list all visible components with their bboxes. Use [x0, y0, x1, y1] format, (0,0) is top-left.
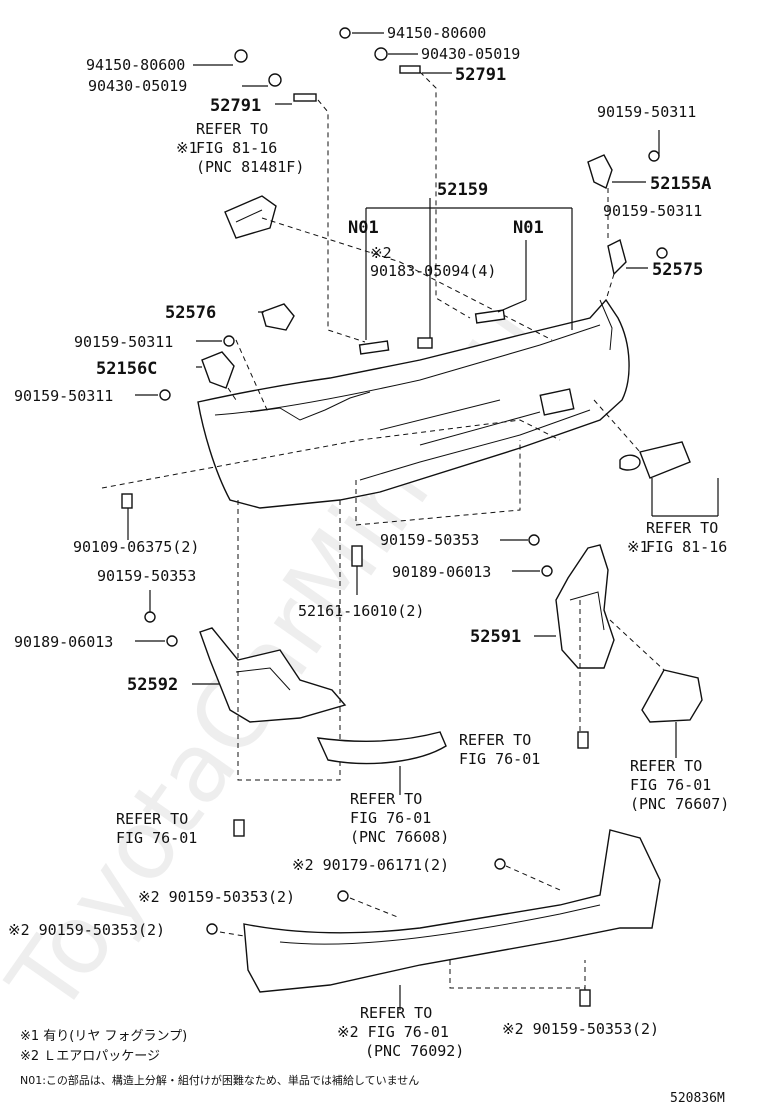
label-90159-r2: 90159-50311	[603, 202, 702, 220]
refer-bottom-line3: (PNC 76092)	[365, 1042, 464, 1060]
label-90159-353-left: 90159-50353	[97, 567, 196, 585]
label-52159: 52159	[437, 180, 488, 200]
label-52791-top: 52791	[455, 65, 506, 85]
label-90109: 90109-06375(2)	[73, 538, 199, 556]
bracket-52575	[607, 238, 627, 276]
label-52156c: 52156C	[96, 359, 157, 379]
fog-lamp-right	[619, 441, 691, 479]
label-52791-left: 52791	[210, 96, 261, 116]
bracket-52576	[261, 303, 295, 331]
refer-top-line1: REFER TO	[196, 120, 268, 138]
refer-76d-line1: REFER TO	[116, 810, 188, 828]
label-n01-right: N01	[513, 218, 544, 238]
label-90159-l1: 90159-50311	[74, 333, 173, 351]
refer-76a-line2: FIG 76-01	[459, 750, 540, 768]
refer-76b-line3: (PNC 76607)	[630, 795, 729, 813]
label-52161: 52161-16010(2)	[298, 602, 424, 620]
retainer-52159	[358, 309, 506, 355]
mark2-90183: ※2	[370, 244, 392, 262]
label-90159-2b: ※2 90159-50353(2)	[8, 921, 165, 939]
molding-76608	[316, 731, 447, 765]
label-90430-left: 90430-05019	[88, 77, 187, 95]
refer-bottom-line2: ※2 FIG 76-01	[337, 1023, 449, 1041]
refer-76d-line2: FIG 76-01	[116, 829, 197, 847]
splash-guard-52592	[199, 627, 347, 723]
label-94150-top: 94150-80600	[387, 24, 486, 42]
label-90159-r1: 90159-50311	[597, 103, 696, 121]
label-90430-top: 90430-05019	[421, 45, 520, 63]
label-90159-l2: 90159-50311	[14, 387, 113, 405]
label-52576: 52576	[165, 303, 216, 323]
mark1-top: ※1	[176, 139, 198, 157]
label-90183: 90183-05094(4)	[370, 262, 496, 280]
refer-right-line1: REFER TO	[646, 519, 718, 537]
refer-76c-line3: (PNC 76608)	[350, 828, 449, 846]
label-90189-center: 90189-06013	[392, 563, 491, 581]
refer-76c-line2: FIG 76-01	[350, 809, 431, 827]
label-n01-left: N01	[348, 218, 379, 238]
footnote-2: ※2 Ｌエアロパッケージ	[20, 1049, 160, 1064]
label-94150-left: 94150-80600	[86, 56, 185, 74]
clip-52161	[351, 545, 363, 567]
splash-guard-52591	[555, 544, 615, 669]
refer-76c-line1: REFER TO	[350, 790, 422, 808]
label-52592: 52592	[127, 675, 178, 695]
label-90159-353-center: 90159-50353	[380, 531, 479, 549]
bracket-52155a	[587, 154, 613, 189]
label-90159-2a: ※2 90159-50353(2)	[138, 888, 295, 906]
refer-right-line2: FIG 81-16	[646, 538, 727, 556]
label-90179: ※2 90179-06171(2)	[292, 856, 449, 874]
mark1-right: ※1	[627, 538, 649, 556]
refer-top-line2: FIG 81-16	[196, 139, 277, 157]
diagram-id: 520836M	[670, 1091, 725, 1106]
fog-lamp-left	[224, 195, 277, 239]
bracket-52156c	[201, 351, 235, 389]
refer-top-line3: (PNC 81481F)	[196, 158, 304, 176]
refer-bottom-line1: REFER TO	[360, 1004, 432, 1022]
refer-76b-line2: FIG 76-01	[630, 776, 711, 794]
label-52155a: 52155A	[650, 174, 711, 194]
refer-76a-line1: REFER TO	[459, 731, 531, 749]
refer-76b-line1: REFER TO	[630, 757, 702, 775]
molding-76607	[641, 669, 703, 723]
label-90189-left: 90189-06013	[14, 633, 113, 651]
label-52591: 52591	[470, 627, 521, 647]
label-90159-2c: ※2 90159-50353(2)	[502, 1020, 659, 1038]
lower-spoiler	[243, 829, 661, 993]
rear-bumper-cover	[197, 298, 630, 509]
label-52575: 52575	[652, 260, 703, 280]
footnote-n01: N01:この部品は、構造上分解・組付けが困難なため、単品では補給していません	[20, 1073, 419, 1087]
footnote-1: ※1 有り(リヤ フォグランプ)	[20, 1029, 187, 1044]
top-fastener-stack	[234, 27, 421, 102]
